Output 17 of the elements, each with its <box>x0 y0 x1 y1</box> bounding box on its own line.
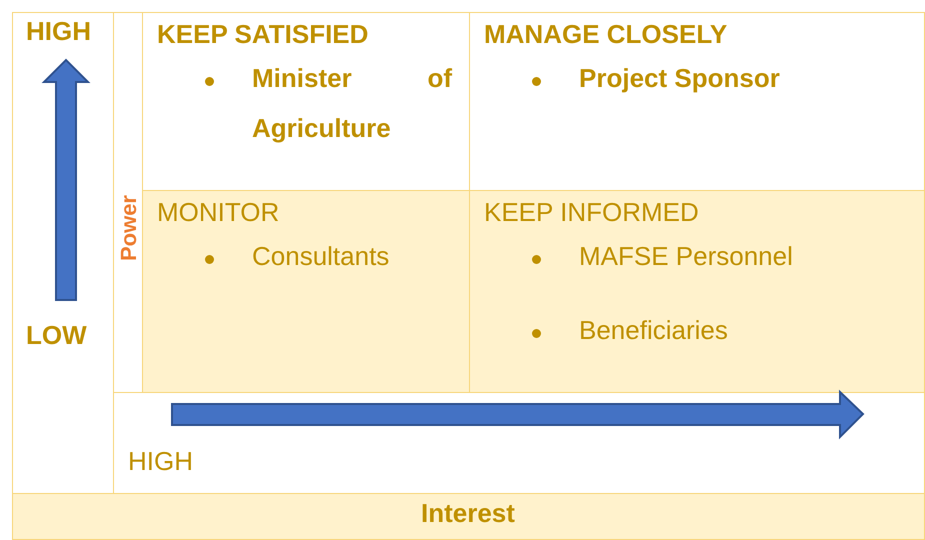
quadrant-heading: KEEP INFORMED <box>484 197 699 228</box>
quadrant-cell <box>142 190 470 393</box>
stakeholder-name: MAFSE Personnel <box>579 240 794 273</box>
axis-label: HIGH <box>128 446 193 477</box>
quadrant-heading: MANAGE CLOSELY <box>484 19 728 50</box>
quadrant-heading: MONITOR <box>157 197 280 228</box>
axis-title: Power <box>116 195 142 262</box>
axis-label: LOW <box>26 320 87 351</box>
stakeholder-name: Consultants <box>252 240 390 273</box>
stakeholder-name: Minister of Agriculture <box>252 62 452 145</box>
stakeholder-name: Project Sponsor <box>579 62 781 95</box>
axis-label: HIGH <box>26 16 91 47</box>
stakeholder-name: Beneficiaries <box>579 314 729 347</box>
quadrant-heading: KEEP SATISFIED <box>157 19 368 50</box>
quadrant-cell <box>469 190 925 393</box>
quadrant-cell <box>469 12 925 191</box>
axis-title: Interest <box>421 498 515 529</box>
